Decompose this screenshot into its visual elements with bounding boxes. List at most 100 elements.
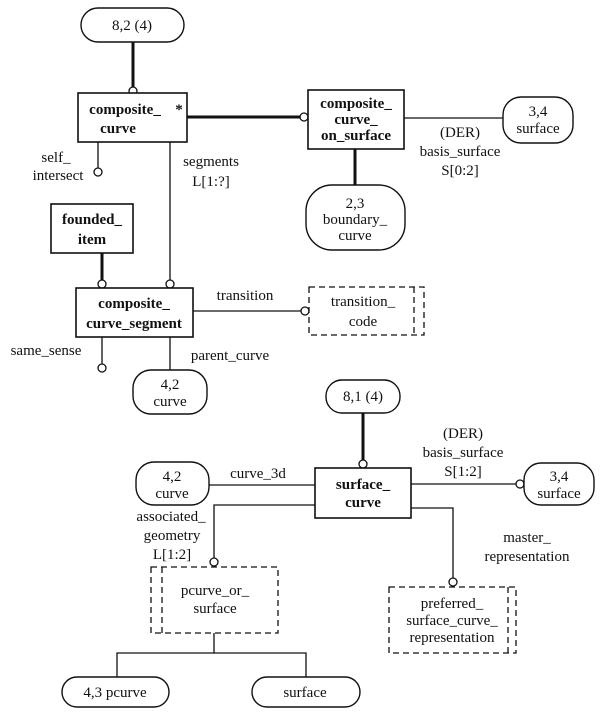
label-text: S[1:2]: [444, 464, 482, 480]
type-box: [388, 586, 517, 654]
type-box: [150, 566, 279, 634]
circle-end: [448, 577, 458, 587]
type-label: pcurve_or_: [181, 583, 250, 599]
label-text: basis_surface: [420, 144, 501, 160]
entity-label: curve_: [334, 112, 378, 128]
label-basis-surface-top: (DER) basis_surface S[0:2]: [420, 125, 501, 179]
label-text: S[0:2]: [441, 163, 479, 179]
label-text: basis_surface: [423, 445, 504, 461]
label-parent-curve: parent_curve: [191, 348, 270, 364]
ref-label: surface: [537, 486, 581, 502]
ref-label: 4,2: [161, 377, 180, 393]
ref-box: [305, 184, 406, 251]
label-text: representation: [485, 549, 570, 565]
line-select-pcurve: [116, 633, 215, 677]
label-curve-3d: curve_3d: [230, 466, 286, 482]
ref-2-3-boundary-curve[interactable]: 2,3 boundary_ curve: [305, 184, 406, 251]
ref-box: [502, 96, 574, 144]
type-label: preferred_: [421, 596, 484, 612]
entity-label: surface_: [336, 477, 391, 493]
type-label: surface: [193, 601, 237, 617]
ref-label: surface: [516, 121, 560, 137]
ref-box: [135, 461, 210, 506]
circle-end: [93, 167, 103, 177]
entity-composite-curve-on-surface[interactable]: composite_ curve_ on_surface: [307, 89, 405, 150]
circle-end: [209, 557, 219, 567]
entity-box: [50, 203, 134, 254]
entity-label: item: [78, 232, 107, 248]
circle-end: [358, 459, 368, 469]
ref-label: 4,2: [163, 469, 182, 485]
ref-label: 8,2 (4): [112, 18, 152, 34]
ref-label: curve: [338, 228, 372, 244]
label-text: transition: [217, 288, 274, 304]
ref-label: 3,4: [550, 469, 569, 485]
label-text: L[1:?]: [192, 174, 229, 190]
entity-label: on_surface: [321, 128, 391, 144]
label-text: parent_curve: [191, 348, 270, 364]
label-text: master_: [503, 530, 551, 546]
type-label: surface_curve_: [406, 613, 498, 629]
ref-label: 4,3 pcurve: [83, 685, 147, 701]
entity-label: composite_: [89, 102, 161, 118]
type-label: representation: [410, 630, 495, 646]
label-text: L[1:2]: [153, 547, 191, 563]
label-associated-geometry: associated_ geometry L[1:2]: [136, 509, 206, 563]
entity-composite-curve[interactable]: composite_ * curve: [77, 92, 188, 143]
circle-end: [515, 479, 525, 489]
ref-8-1[interactable]: 8,1 (4): [325, 379, 401, 414]
type-label: transition_: [331, 294, 396, 310]
label-text: same_sense: [11, 343, 82, 359]
type-pcurve-or-surface[interactable]: pcurve_or_ surface: [150, 566, 279, 634]
ref-3-4-surface-bottom[interactable]: 3,4 surface: [523, 462, 595, 506]
circle-end: [165, 279, 175, 289]
ref-4-2-curve-top[interactable]: 4,2 curve: [132, 369, 208, 415]
label-self-intersect: self_ intersect: [33, 150, 85, 184]
label-text: (DER): [443, 426, 483, 442]
entity-box: [307, 89, 405, 150]
ref-label: 2,3: [346, 196, 365, 212]
ref-box: [61, 676, 170, 708]
entity-founded-item[interactable]: founded_ item: [50, 203, 134, 254]
entity-label: curve: [100, 121, 136, 137]
entity-composite-curve-segment[interactable]: composite_ curve_segment: [75, 287, 194, 338]
label-basis-surface-bottom: (DER) basis_surface S[1:2]: [423, 426, 504, 480]
line-master-representation: [411, 507, 454, 578]
ref-label: 3,4: [529, 104, 548, 120]
line-select-surface: [214, 652, 307, 677]
ref-4-3-pcurve[interactable]: 4,3 pcurve: [61, 676, 170, 708]
entity-box: [75, 287, 194, 338]
ref-box: [523, 462, 595, 506]
ref-surface[interactable]: surface: [251, 676, 361, 708]
type-label: code: [349, 314, 378, 330]
entity-surface-curve[interactable]: surface_ curve: [314, 467, 412, 519]
circle-end: [300, 306, 310, 316]
label-text: intersect: [33, 168, 85, 184]
entity-label: founded_: [62, 212, 123, 228]
label-text: (DER): [440, 125, 480, 141]
entity-box: [314, 467, 412, 519]
ref-box: [251, 676, 361, 708]
label-transition: transition: [217, 288, 274, 304]
ref-8-2[interactable]: 8,2 (4): [80, 7, 185, 43]
circle-end: [97, 279, 107, 289]
label-segments: segments L[1:?]: [183, 154, 239, 190]
circle-end: [97, 363, 107, 373]
abstract-marker: *: [175, 102, 183, 118]
entity-box: [77, 92, 188, 143]
ref-label: curve: [155, 486, 189, 502]
ref-3-4-surface-top[interactable]: 3,4 surface: [502, 96, 574, 144]
label-text: curve_3d: [230, 466, 286, 482]
entity-label: composite_: [320, 96, 392, 112]
entity-label: curve_segment: [86, 316, 182, 332]
type-transition-code[interactable]: transition_ code: [308, 286, 425, 336]
ref-4-2-curve-bottom[interactable]: 4,2 curve: [135, 461, 210, 506]
ref-box: [80, 7, 185, 43]
entity-label: curve: [345, 495, 381, 511]
type-preferred-surface-curve-representation[interactable]: preferred_ surface_curve_ representation: [388, 586, 517, 654]
circle-end: [299, 112, 309, 122]
ref-label: surface: [283, 685, 327, 701]
line-associated-geometry: [213, 504, 315, 558]
label-text: geometry: [144, 528, 201, 544]
